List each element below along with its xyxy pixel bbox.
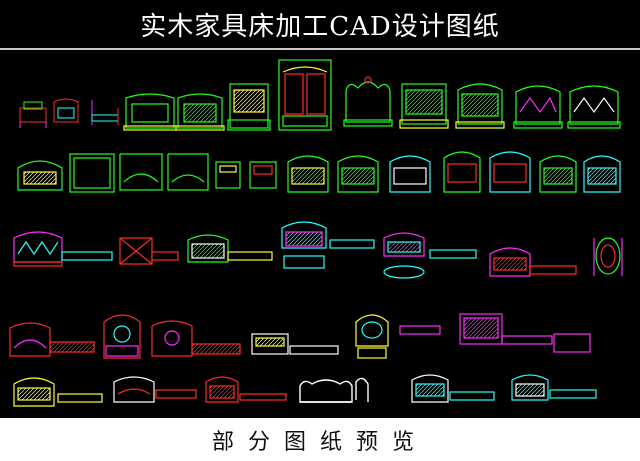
headboard-yellow-hatched xyxy=(227,83,271,131)
bed-drawing-small-red xyxy=(19,101,47,128)
headboard-green-1 xyxy=(123,93,177,131)
headboard-ornate-green xyxy=(343,76,393,127)
bed-side-view xyxy=(91,100,119,125)
panel-row2-2 xyxy=(119,153,163,191)
headboard-green-3 xyxy=(399,83,449,129)
bed-row3-3 xyxy=(187,234,273,263)
preview-caption: 部分图纸预览 xyxy=(0,418,640,461)
bed-row3-6 xyxy=(489,247,577,277)
bed-row3-2 xyxy=(119,237,179,265)
headboard-green-4 xyxy=(455,83,505,129)
page-title: 实木家具床加工CAD设计图纸 xyxy=(0,0,640,48)
bed-row3-7 xyxy=(593,237,623,276)
bed-row3-4 xyxy=(281,221,375,269)
bed-row4-4 xyxy=(251,333,339,355)
headboard-row2-8 xyxy=(583,155,621,193)
nightstand-row2-2 xyxy=(249,161,277,189)
headboard-green-6 xyxy=(567,85,621,129)
headboard-row2-4 xyxy=(389,155,431,193)
bed-row5-3 xyxy=(205,376,287,403)
bed-row4-5 xyxy=(355,314,441,359)
sofa-row5 xyxy=(299,377,369,403)
panel-row2-1 xyxy=(69,153,115,193)
headboard-green-5 xyxy=(513,85,563,129)
bed-row5-1 xyxy=(13,377,103,407)
headboard-row2-3 xyxy=(337,155,379,193)
headboard-row2-6 xyxy=(489,151,531,193)
bed-row4-6 xyxy=(459,313,591,353)
nightstand-row2-1 xyxy=(215,161,241,189)
headboard-row2-7 xyxy=(539,155,577,193)
headboard-row2-2 xyxy=(287,155,329,193)
bed-drawing-small-red-2 xyxy=(53,98,79,123)
bed-row4-3 xyxy=(151,320,241,357)
headboard-row2-1 xyxy=(17,160,63,191)
wardrobe-bed xyxy=(278,59,332,131)
headboard-green-2 xyxy=(175,93,225,131)
bed-row5-5 xyxy=(511,374,597,401)
bed-row3-5 xyxy=(383,232,477,279)
panel-row2-3 xyxy=(167,153,209,191)
headboard-row2-5 xyxy=(443,151,481,193)
cad-drawings xyxy=(9,59,623,407)
title-divider xyxy=(0,48,640,50)
bed-row3-1 xyxy=(13,231,113,267)
bed-row4-2 xyxy=(103,314,141,359)
bed-row4-1 xyxy=(9,322,95,357)
bed-row5-2 xyxy=(113,376,197,403)
cad-drawing-canvas xyxy=(0,50,640,418)
bed-row5-4 xyxy=(411,374,495,403)
